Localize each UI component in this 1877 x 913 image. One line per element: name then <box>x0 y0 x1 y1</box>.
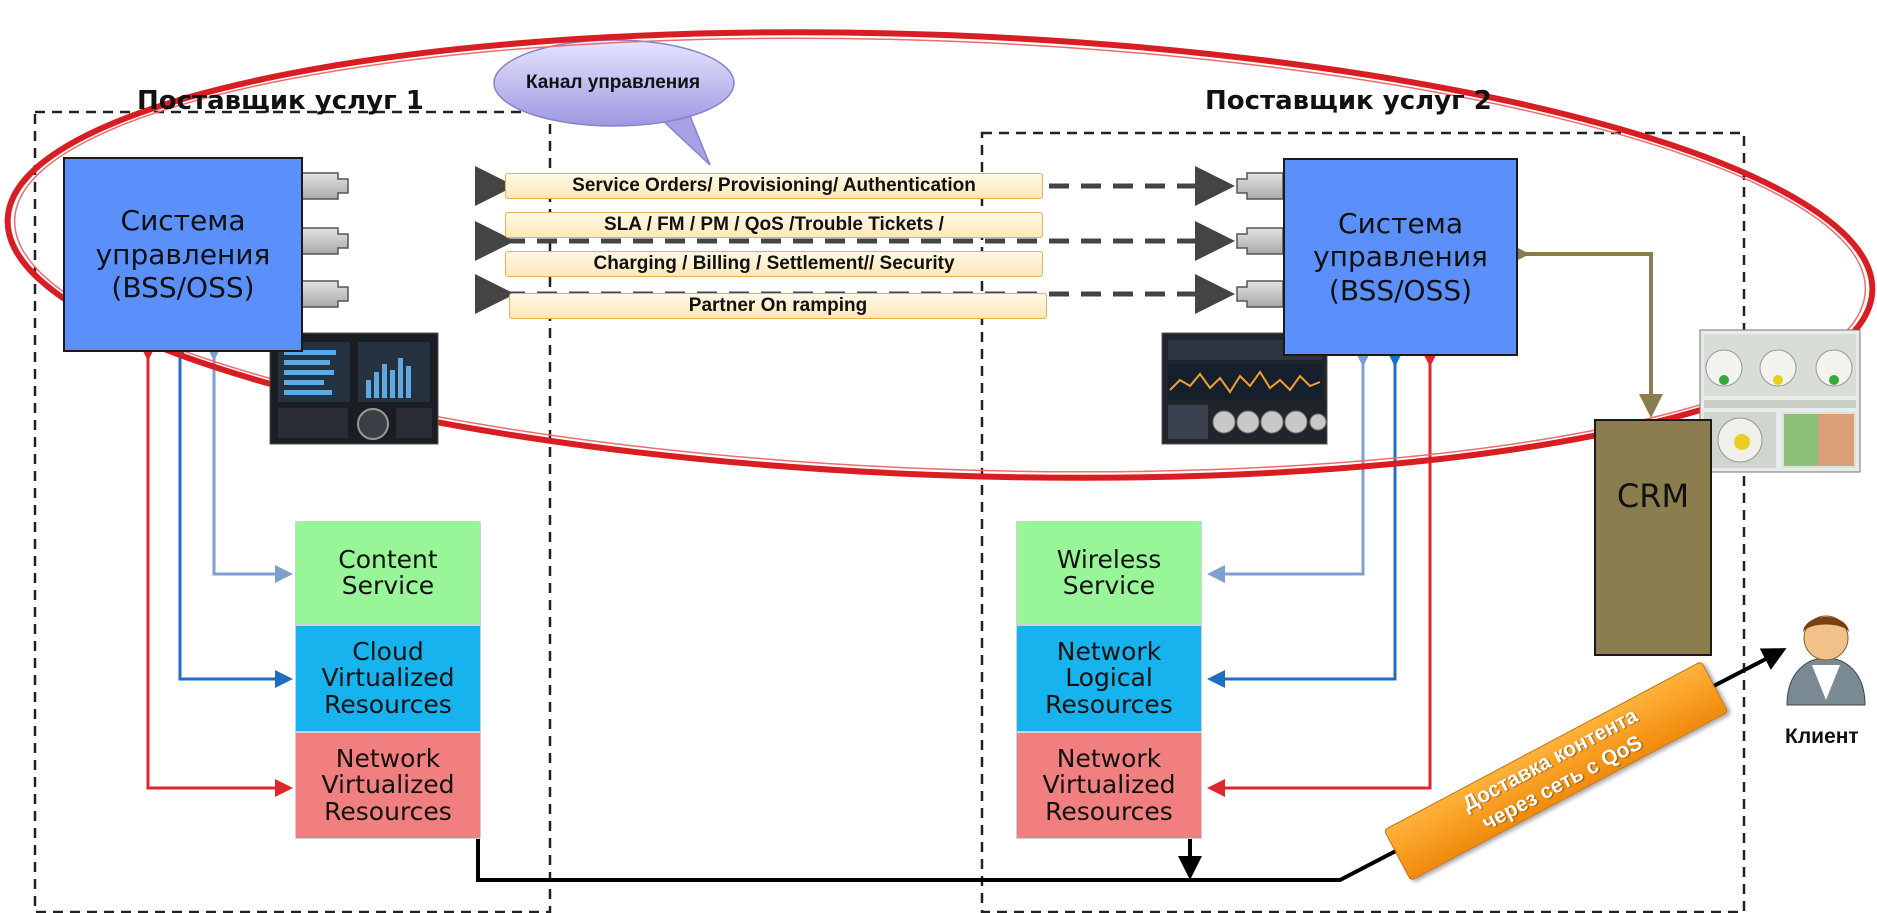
client-person-icon <box>1786 615 1866 706</box>
crm-link-arrow <box>1506 242 1663 418</box>
mgmt1-line1: Система <box>120 204 246 238</box>
crm-box[interactable]: CRM <box>1594 419 1712 656</box>
provider1-title: Поставщик услуг 1 <box>137 86 424 116</box>
network-logical-resources-layer[interactable]: Network Logical Resources <box>1016 625 1202 732</box>
management-channel-ring <box>4 29 1876 481</box>
control-channel-label: Канал управления <box>525 72 701 93</box>
p1-network-label-3: Resources <box>324 796 452 826</box>
mgmt1-line3: (BSS/OSS) <box>111 271 255 305</box>
content-service-label-1: Content <box>338 544 438 574</box>
logical-label-2: Logical <box>1065 663 1153 693</box>
p2-network-label-3: Resources <box>1045 796 1173 826</box>
channel-partner-onramping: Partner On ramping <box>509 293 1047 319</box>
p1-arrow-lightblue <box>205 343 293 583</box>
provider1-management-system[interactable]: Система управления (BSS/OSS) <box>63 157 303 352</box>
channel-service-orders: Service Orders/ Provisioning/ Authentica… <box>505 173 1043 199</box>
ring-highlight <box>13 37 1867 473</box>
p2-network-label-2: Virtualized <box>1042 770 1176 800</box>
p1-network-label-1: Network <box>335 744 441 774</box>
crm-gauge-screenshot <box>1699 329 1861 473</box>
p2-arrow-red <box>1207 349 1439 797</box>
cloud-label-3: Resources <box>324 689 452 719</box>
cloud-label-2: Virtualized <box>321 663 455 693</box>
channel-sla: SLA / FM / PM / QoS /Trouble Tickets / <box>505 212 1043 238</box>
p2-arrow-blue <box>1207 349 1404 688</box>
channel-charging: Charging / Billing / Settlement// Securi… <box>505 251 1043 277</box>
p1-arrow-red <box>139 343 293 797</box>
wireless-label-1: Wireless <box>1056 544 1162 574</box>
mgmt2-line1: Система <box>1338 206 1463 240</box>
provider2-boundary <box>980 131 1746 913</box>
p1-network-label-2: Virtualized <box>321 770 455 800</box>
p1-arrow-blue <box>171 343 293 688</box>
provider1-boundary <box>33 110 552 913</box>
cloud-virtualized-resources-layer[interactable]: Cloud Virtualized Resources <box>295 625 481 732</box>
mgmt1-line2: управления <box>95 237 271 271</box>
content-service-label-2: Service <box>341 571 435 600</box>
wireless-service-layer[interactable]: Wireless Service <box>1016 521 1202 625</box>
connectors-provider2 <box>1236 172 1284 308</box>
mgmt2-line2: управления <box>1313 240 1488 274</box>
wireless-label-2: Service <box>1062 571 1156 600</box>
logical-label-1: Network <box>1056 637 1162 667</box>
p2-network-label-1: Network <box>1056 744 1162 774</box>
dashboard-screenshot-2 <box>1161 332 1328 445</box>
content-service-layer[interactable]: Content Service <box>295 521 481 625</box>
control-arrows <box>475 166 1235 314</box>
p1-network-virtualized-resources-layer[interactable]: Network Virtualized Resources <box>295 732 481 839</box>
p2-network-virtualized-resources-layer[interactable]: Network Virtualized Resources <box>1016 732 1202 839</box>
connectors-provider1 <box>301 172 349 308</box>
mgmt2-line3: (BSS/OSS) <box>1328 273 1473 307</box>
provider2-title: Поставщик услуг 2 <box>1205 86 1492 116</box>
client-label: Клиент <box>1785 725 1859 748</box>
provider2-management-system[interactable]: Система управления (BSS/OSS) <box>1283 158 1518 356</box>
logical-label-3: Resources <box>1045 689 1173 719</box>
cloud-label-1: Cloud <box>352 637 424 667</box>
control-channel-bubble <box>493 39 735 166</box>
dashboard-screenshot-1 <box>269 332 439 445</box>
